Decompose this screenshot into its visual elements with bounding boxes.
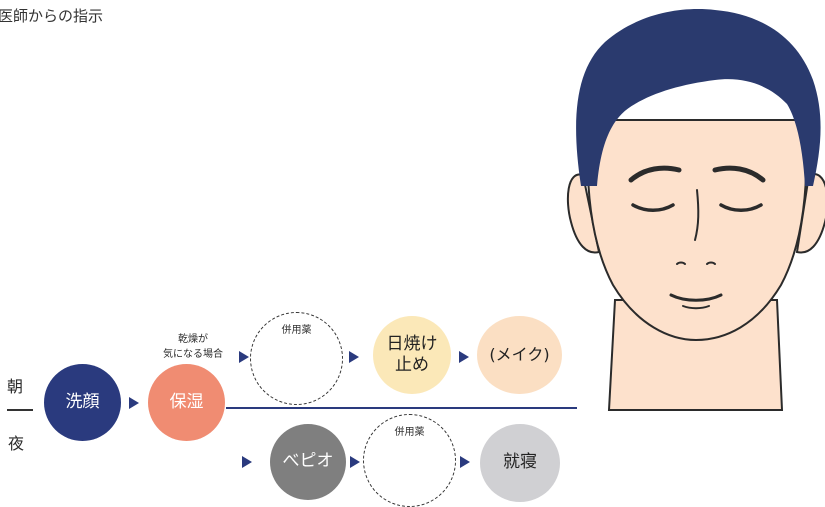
morning-night-divider [226,407,577,409]
step-sleep-label: 就寝 [503,452,537,473]
step-sunscreen: 日焼け 止め [373,316,451,394]
step-makeup-label: (メイク) [489,345,550,364]
concomitant-morning-label: 併用薬 [281,325,312,336]
arrow-right-icon [459,351,469,363]
arrow-right-icon [242,456,252,468]
step-face-wash-label: 洗顔 [65,391,100,412]
step-sunscreen-label: 日焼け 止め [387,334,438,377]
label-divider [7,409,33,411]
step-bepio: べピオ [270,424,346,500]
sunscreen-line1: 日焼け [386,333,438,354]
dry-note-line1: 乾燥が [178,334,208,345]
step-moisturize-label: 保湿 [169,391,204,412]
arrow-right-icon [239,351,249,363]
step-sleep: 就寝 [480,424,560,502]
concomitant-drug-morning: 併用薬 [250,312,343,405]
arrow-right-icon [129,397,139,409]
dry-skin-note: 乾燥が 気になる場合 [151,333,235,362]
step-bepio-label: べピオ [282,451,334,472]
step-makeup: (メイク) [477,316,562,394]
arrow-right-icon [349,351,359,363]
dry-note-line2: 気になる場合 [163,348,223,360]
concomitant-night-label: 併用薬 [394,427,425,438]
page-title: 医師からの指示 [0,7,104,25]
step-face-wash: 洗顔 [44,364,121,441]
morning-label: 朝 [7,377,24,396]
arrow-right-icon [350,456,360,468]
step-moisturize: 保湿 [148,364,225,441]
face-illustration [566,9,825,411]
night-label: 夜 [8,434,25,453]
concomitant-drug-night: 併用薬 [363,414,456,507]
arrow-right-icon [460,456,470,468]
sunscreen-line2: 止め [395,355,429,375]
